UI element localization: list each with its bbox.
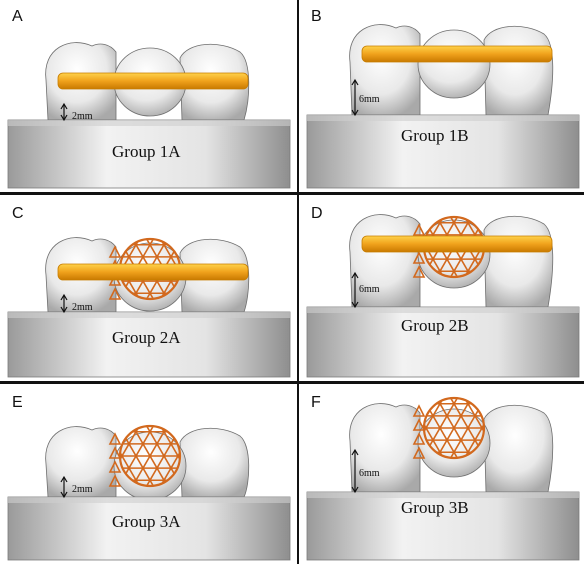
panel-a-illustration [0,0,297,192]
panel-c-illustration [0,195,297,381]
model-base-top-edge [8,497,290,503]
reinforcement-bar [362,236,552,252]
dimension-label: 6mm [359,468,380,479]
reinforcement-bar [58,73,248,89]
right-abutment-tooth [484,405,553,492]
reinforcement-bar [362,46,552,62]
reinforcement-bar [58,264,248,280]
right-abutment-tooth [484,26,553,115]
panel-d: D 6mm Group 2B [299,195,584,381]
panel-letter: C [12,205,24,223]
group-label: Group 2A [112,328,180,348]
panel-f: F 6mm Group 3B [299,384,584,564]
group-label: Group 3B [401,498,469,518]
panel-letter: F [311,394,321,412]
group-label: Group 2B [401,316,469,336]
panel-b: B 6mm Group 1B [299,0,584,192]
panel-b-illustration [299,0,584,192]
model-base-top-edge [307,307,579,313]
dimension-label: 2mm [72,484,93,495]
dimension-label: 2mm [72,302,93,313]
panel-d-illustration [299,195,584,381]
horizontal-divider [0,192,584,195]
model-base-top-edge [8,312,290,318]
dimension-label: 6mm [359,284,380,295]
right-abutment-tooth [484,216,553,307]
vertical-divider [297,0,299,564]
dimension-label: 6mm [359,94,380,105]
panel-c: C 2mm Group 2A [0,195,297,381]
panel-letter: A [12,8,23,26]
panel-a: A 2mm Group 1A [0,0,297,192]
group-label: Group 1B [401,126,469,146]
model-base-top-edge [8,120,290,126]
dimension-label: 2mm [72,111,93,122]
panel-e: E 2mm Group 3A [0,384,297,564]
panel-letter: D [311,205,323,223]
panel-f-illustration [299,384,584,564]
pontic [114,432,186,500]
right-abutment-tooth [180,428,249,497]
panel-e-illustration [0,384,297,564]
group-label: Group 3A [112,512,180,532]
horizontal-divider [0,381,584,384]
group-label: Group 1A [112,142,180,162]
model-base-top-edge [307,115,579,121]
panel-letter: B [311,8,322,26]
pontic [418,30,490,98]
panel-letter: E [12,394,23,412]
